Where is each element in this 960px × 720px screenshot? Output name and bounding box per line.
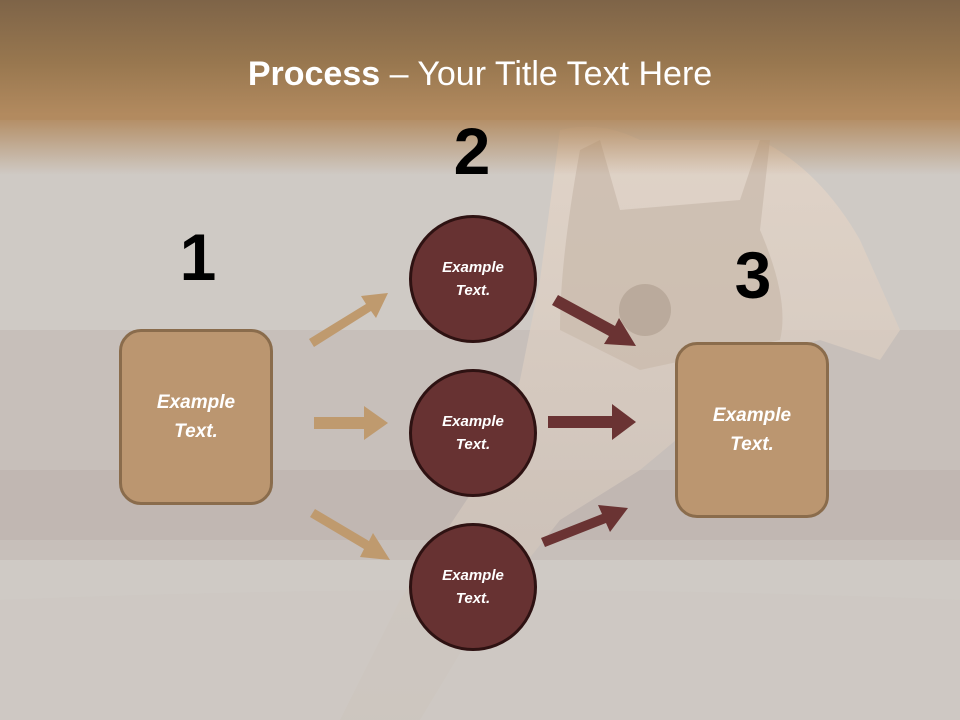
step-2-circle-middle: Example Text. <box>409 369 537 497</box>
circle-bottom-line1: Example <box>442 567 504 584</box>
arrow-up-right-icon <box>309 293 388 347</box>
maroon-arrows <box>541 295 636 547</box>
circle-top-line1: Example <box>442 259 504 276</box>
circle-top-line2: Text. <box>455 282 491 299</box>
title-rest: – Your Title Text Here <box>380 55 713 93</box>
step-1-box: Example Text. <box>119 329 273 505</box>
header-fade <box>0 115 960 175</box>
circle-middle-line2: Text. <box>455 436 491 453</box>
arrow-right-icon <box>548 404 636 440</box>
step-2-circle-top: Example Text. <box>409 215 537 343</box>
step-1-text-line1: Example <box>156 392 236 413</box>
step-number-2: 2 <box>453 114 491 188</box>
title-bold: Process <box>247 55 381 93</box>
step-1-text-line2: Text. <box>174 421 218 442</box>
circle-middle-line1: Example <box>442 413 504 430</box>
step-number-1: 1 <box>179 220 217 294</box>
arrow-down-right-icon <box>310 509 390 560</box>
step-3-box: Example Text. <box>675 342 829 518</box>
tan-arrows <box>309 293 390 560</box>
arrow-right-icon <box>314 406 388 440</box>
step-3-text-line1: Example <box>712 405 792 426</box>
arrow-down-right-icon <box>552 295 636 346</box>
step-3-text-line2: Text. <box>730 434 774 455</box>
step-2-circle-bottom: Example Text. <box>409 523 537 651</box>
step-number-3: 3 <box>734 238 772 312</box>
circle-bottom-line2: Text. <box>455 590 491 607</box>
arrow-up-right-icon <box>541 505 628 547</box>
slide-title: Process – Your Title Text Here <box>0 52 960 96</box>
